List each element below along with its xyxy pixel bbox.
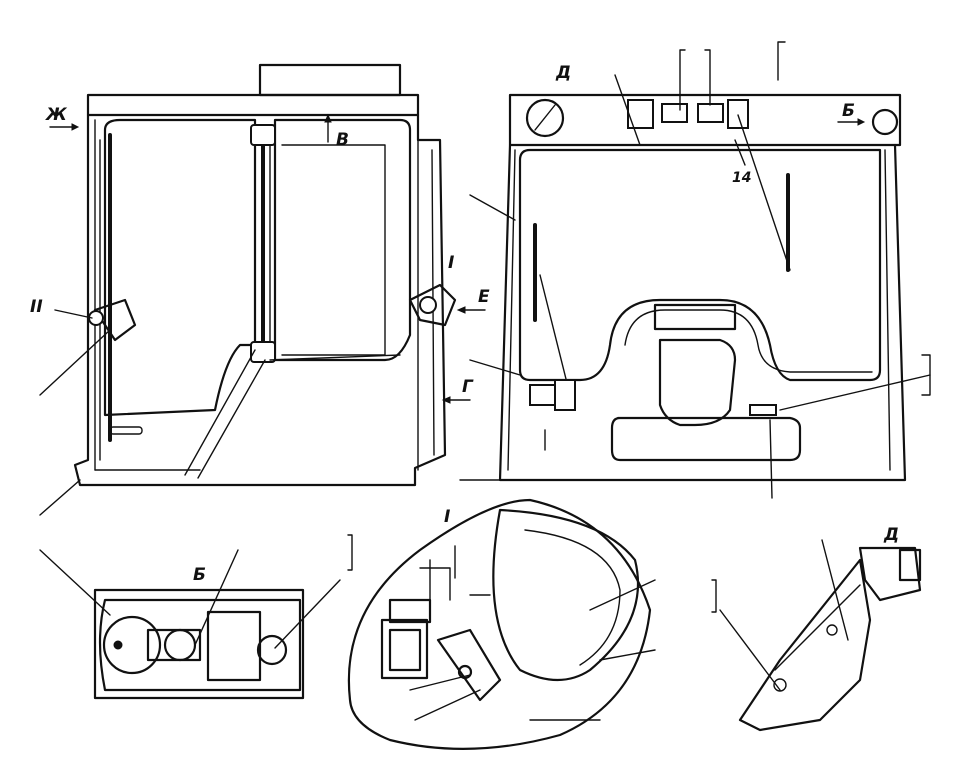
- label-b-top: Б: [842, 101, 855, 121]
- detail-d: Д: [711, 525, 922, 732]
- label-v: В: [336, 130, 349, 150]
- cab-front-view: Ж В II I Е Г: [30, 63, 490, 516]
- detail-b: Б: [39, 534, 353, 700]
- label-14: 14: [732, 170, 751, 186]
- label-i: I: [448, 253, 454, 273]
- label-zh: Ж: [45, 105, 68, 125]
- detail-i: I: [347, 498, 656, 750]
- cab-rear-view: Д Б 14: [459, 41, 931, 499]
- label-b-detail: Б: [193, 565, 206, 585]
- label-i-detail: I: [444, 507, 450, 527]
- label-g: Г: [462, 377, 474, 397]
- label-e: Е: [478, 287, 490, 307]
- label-ii: II: [30, 297, 43, 317]
- label-d-detail: Д: [883, 525, 899, 545]
- label-d-top: Д: [555, 63, 571, 83]
